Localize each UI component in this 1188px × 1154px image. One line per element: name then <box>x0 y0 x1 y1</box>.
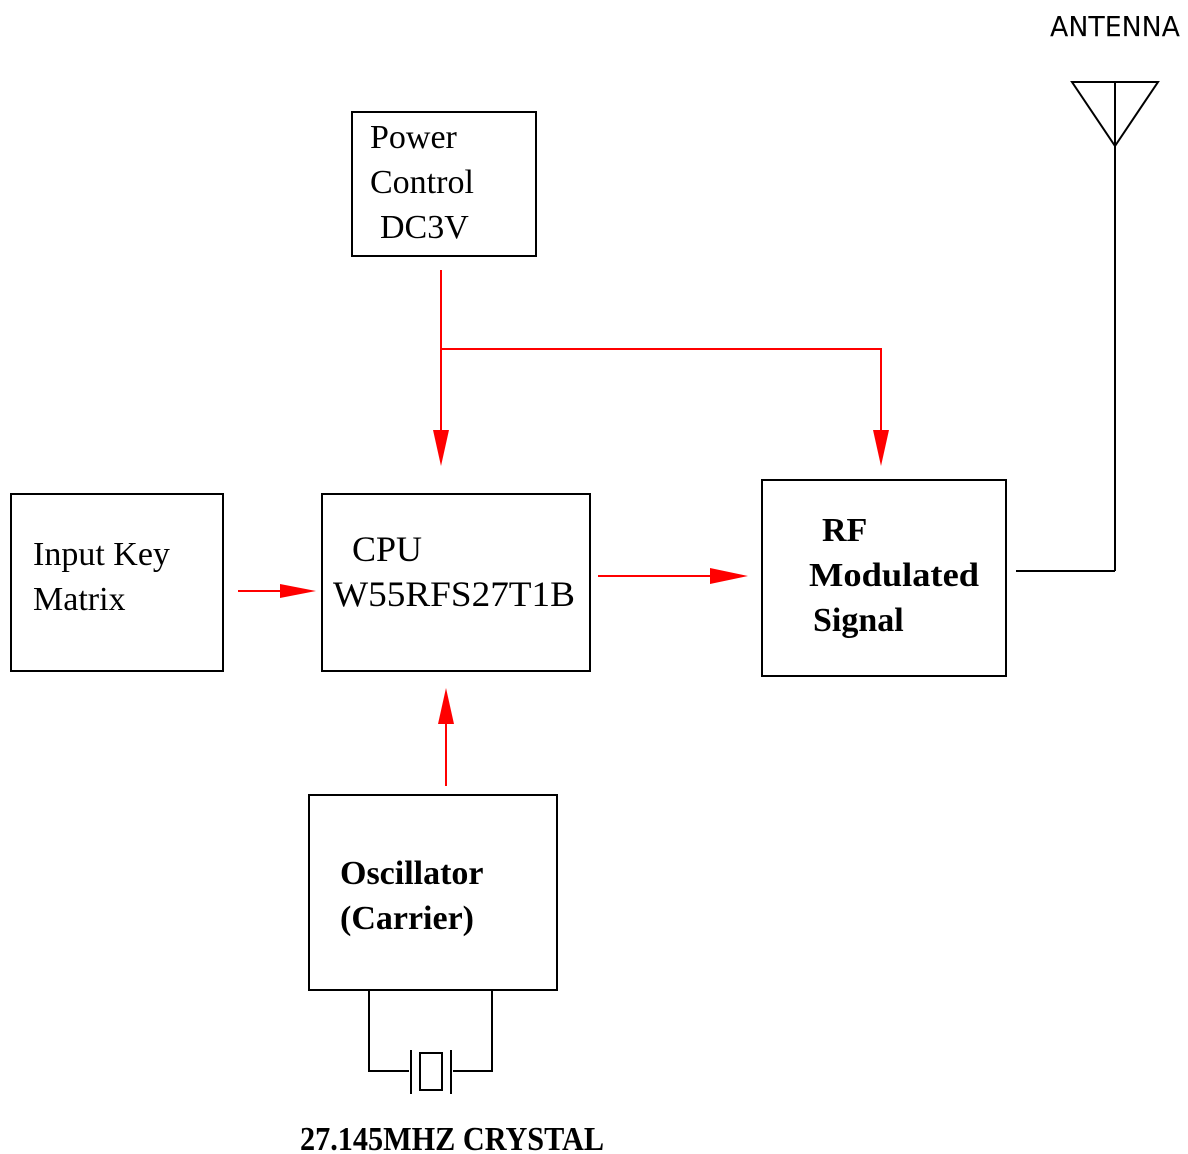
power-label-line2: Control <box>370 164 474 201</box>
rf-label-line3: Signal <box>813 602 904 639</box>
power-to-rf-arrow <box>441 348 889 466</box>
input-label-line1: Input Key <box>33 536 170 573</box>
cpu-label-line2: W55RFS27T1B <box>333 574 575 614</box>
power-label-line1: Power <box>370 119 458 156</box>
antenna-label: ANTENNA <box>1050 10 1180 43</box>
crystal-symbol-icon <box>368 990 493 1094</box>
rf-label-line1: RF <box>822 512 867 549</box>
cpu-label-line1: CPU <box>352 529 422 569</box>
antenna-symbol-icon <box>1070 81 1160 571</box>
input-label-line2: Matrix <box>33 581 126 618</box>
oscillator-label-line1: Oscillator <box>340 855 484 892</box>
oscillator-to-cpu-arrow <box>438 688 454 786</box>
input-key-matrix-block: Input Key Matrix <box>10 493 224 672</box>
power-to-cpu-arrow <box>433 270 449 466</box>
power-label-line3: DC3V <box>380 209 469 246</box>
rf-label-line2: Modulated <box>809 557 979 594</box>
oscillator-block: Oscillator (Carrier) <box>308 794 558 991</box>
cpu-to-rf-arrow <box>598 568 748 584</box>
oscillator-label-line2: (Carrier) <box>340 900 474 937</box>
power-control-block: Power Control DC3V <box>351 111 537 257</box>
cpu-block: CPU W55RFS27T1B <box>321 493 591 672</box>
rf-modulated-signal-block: RF Modulated Signal <box>761 479 1007 677</box>
crystal-label: 27.145MHZ CRYSTAL <box>300 1121 604 1154</box>
input-to-cpu-arrow <box>238 584 316 598</box>
